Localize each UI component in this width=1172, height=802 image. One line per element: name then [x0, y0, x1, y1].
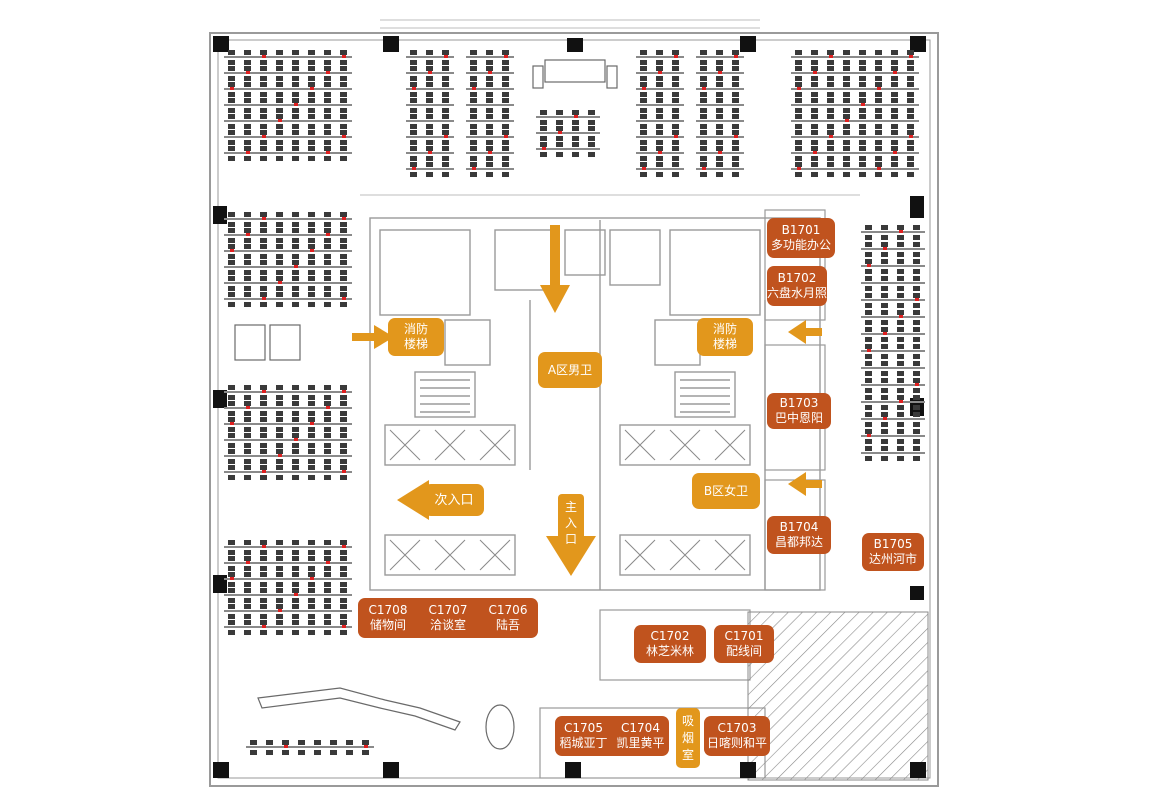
room-c1703-label[interactable]: C1703 日喀则和平	[704, 716, 770, 756]
room-b1702-label[interactable]: B1702 六盘水月照	[767, 266, 827, 306]
arrow-down-icon	[540, 225, 570, 313]
male-restroom-label[interactable]: A区男卫	[538, 352, 602, 388]
female-restroom-label[interactable]: B区女卫	[692, 473, 760, 509]
room-c1704-label: C1704 凯里黄平	[616, 721, 665, 750]
room-b1701-label[interactable]: B1701 多功能办公	[767, 218, 835, 258]
arrow-right-icon	[352, 325, 394, 349]
room-c1708-1706-label[interactable]: C1708 储物间 C1707 洽谈室 C1706 陆吾	[358, 598, 538, 638]
room-c1705-1704-label[interactable]: C1705 稻城亚丁 C1704 凯里黄平	[555, 716, 669, 756]
room-c1708-label: C1708 储物间	[368, 603, 408, 632]
fire-stairs-left-label[interactable]: 消防 楼梯	[388, 318, 444, 356]
room-b1703-label[interactable]: B1703 巴中恩阳	[767, 393, 831, 429]
room-c1705-label: C1705 稻城亚丁	[559, 721, 608, 750]
workstation-desks	[224, 50, 925, 755]
elevators	[389, 429, 746, 571]
room-b1705-label[interactable]: B1705 达州河市	[862, 533, 924, 571]
room-c1701-label[interactable]: C1701 配线间	[714, 625, 774, 663]
smoking-room-label[interactable]: 吸 烟 室	[676, 708, 700, 768]
room-b1704-label[interactable]: B1704 昌都邦达	[767, 516, 831, 554]
arrow-left-icon	[788, 472, 822, 496]
secondary-entrance-label[interactable]: 次入口	[424, 484, 484, 516]
arrow-left-icon	[397, 480, 429, 520]
inner-curtain-lines	[360, 19, 860, 196]
room-c1706-label: C1706 陆吾	[488, 603, 528, 632]
reception-sofa	[234, 59, 618, 361]
arrow-left-icon	[788, 320, 822, 344]
room-c1702-label[interactable]: C1702 林芝米林	[634, 625, 706, 663]
stair-treads	[420, 379, 730, 413]
lounge-desk	[257, 687, 515, 750]
structural-columns	[213, 36, 926, 778]
hatched-area	[747, 611, 929, 781]
fire-stairs-right-label[interactable]: 消防 楼梯	[697, 318, 753, 356]
main-entrance-label[interactable]: 主 入 口	[558, 494, 584, 552]
room-c1707-label: C1707 洽谈室	[428, 603, 468, 632]
